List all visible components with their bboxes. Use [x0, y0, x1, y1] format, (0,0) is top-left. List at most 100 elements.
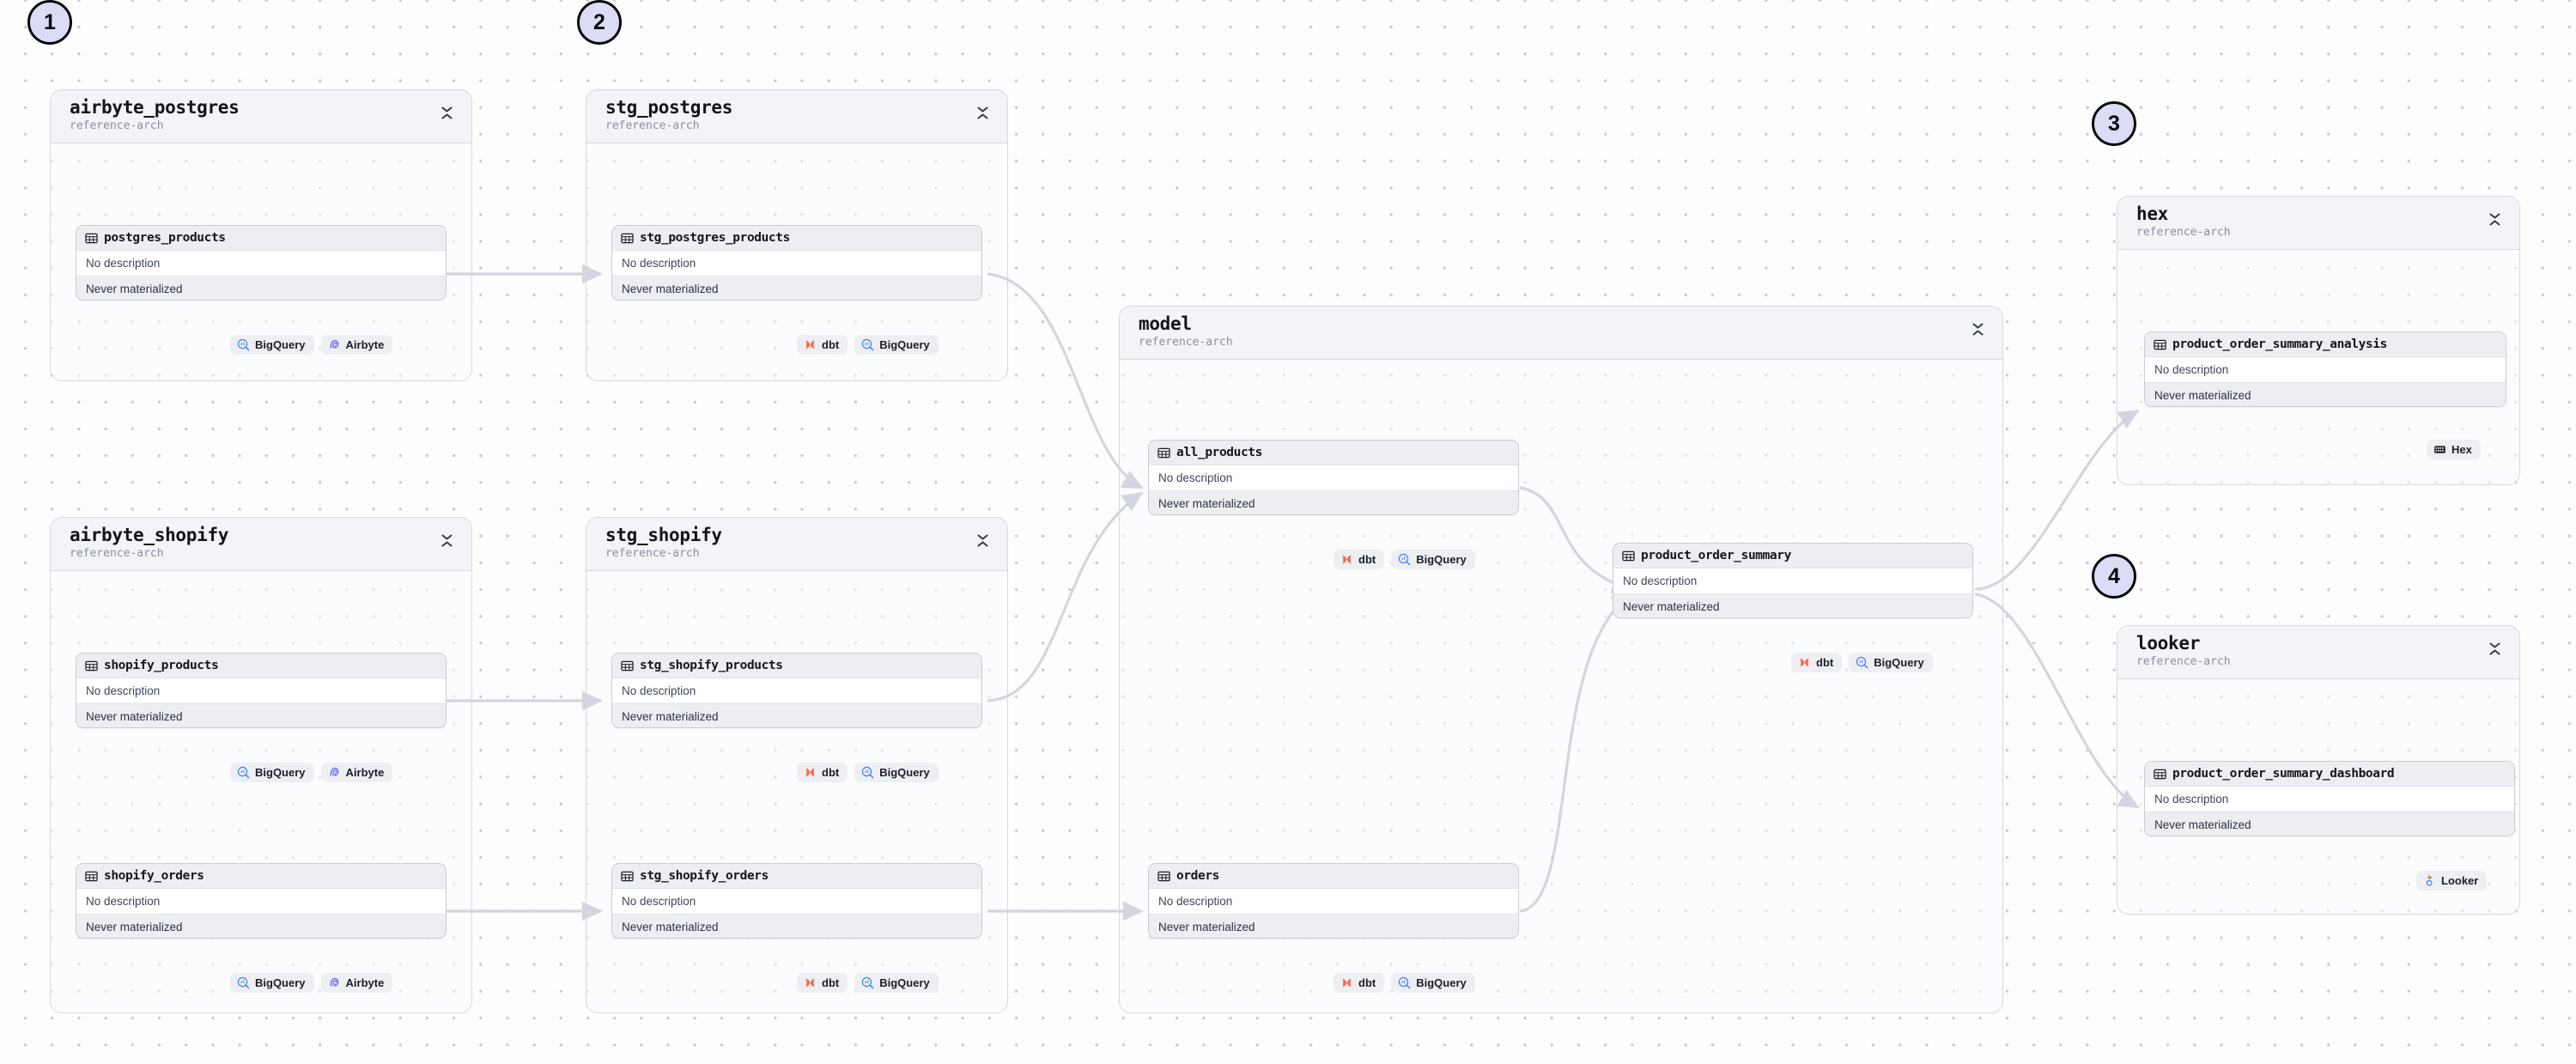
collapse-vertical-icon[interactable]	[439, 103, 454, 122]
tag-label: BigQuery	[879, 338, 930, 351]
node-stg_postgres_products[interactable]: stg_postgres_products No description Nev…	[611, 225, 982, 301]
airbyte-icon	[328, 976, 341, 989]
tag-bigquery[interactable]: BigQuery	[1391, 973, 1475, 993]
node-name: orders	[1176, 869, 1219, 883]
node-product_order_summary_dashboard[interactable]: product_order_summary_dashboard No descr…	[2144, 761, 2515, 836]
collapse-vertical-icon[interactable]	[2487, 210, 2502, 228]
node-name: stg_shopify_products	[640, 659, 783, 672]
node-header: stg_shopify_products	[612, 654, 981, 678]
tag-bigquery[interactable]: BigQuery	[854, 335, 939, 355]
node-name: all_products	[1176, 446, 1262, 459]
tag-label: BigQuery	[879, 976, 930, 989]
airbyte-icon	[328, 766, 341, 779]
tag-label: BigQuery	[255, 976, 306, 989]
group-header-looker: looker reference-arch	[2117, 626, 2519, 679]
node-description: No description	[76, 678, 446, 703]
node-shopify_products[interactable]: shopify_products No description Never ma…	[76, 653, 447, 728]
node-header: stg_postgres_products	[612, 226, 981, 251]
node-name: stg_postgres_products	[640, 231, 790, 245]
node-description: No description	[612, 678, 981, 703]
step-badge-2: 2	[577, 0, 622, 45]
tag-label: dbt	[1358, 976, 1376, 989]
tag-label: dbt	[1358, 553, 1376, 566]
node-stg_shopify_products[interactable]: stg_shopify_products No description Neve…	[611, 653, 982, 728]
node-stg_shopify_orders[interactable]: stg_shopify_orders No description Never …	[611, 863, 982, 939]
tag-airbyte[interactable]: Airbyte	[320, 335, 393, 355]
tag-dbt[interactable]: dbt	[797, 973, 848, 993]
node-description: No description	[76, 251, 446, 276]
group-header-airbyte_postgres: airbyte_postgres reference-arch	[51, 90, 471, 143]
tag-bigquery[interactable]: BigQuery	[854, 763, 939, 782]
hex-icon	[2433, 443, 2446, 456]
node-materialization: Never materialized	[1149, 914, 1518, 938]
tag-label: Airbyte	[345, 766, 385, 779]
table-icon	[621, 232, 634, 245]
airbyte-icon	[328, 338, 341, 351]
tag-bigquery[interactable]: BigQuery	[230, 763, 314, 782]
tag-dbt[interactable]: dbt	[1334, 550, 1385, 569]
node-shopify_orders[interactable]: shopify_orders No description Never mate…	[76, 863, 447, 939]
tag-looker[interactable]: Looker	[2416, 871, 2488, 891]
group-header-airbyte_shopify: airbyte_shopify reference-arch	[51, 518, 471, 571]
tag-dbt[interactable]: dbt	[797, 335, 848, 355]
node-orders[interactable]: orders No description Never materialized	[1148, 863, 1519, 939]
group-header-stg_shopify: stg_shopify reference-arch	[586, 518, 1007, 571]
collapse-vertical-icon[interactable]	[975, 531, 990, 550]
group-title: airbyte_postgres	[70, 97, 240, 118]
bigquery-icon	[1856, 656, 1868, 669]
tag-airbyte[interactable]: Airbyte	[320, 763, 393, 782]
group-header-hex: hex reference-arch	[2117, 197, 2519, 250]
bigquery-icon	[237, 766, 250, 779]
tag-label: BigQuery	[255, 338, 306, 351]
looker-icon	[2423, 874, 2436, 887]
node-name: postgres_products	[104, 231, 226, 245]
bigquery-icon	[861, 338, 874, 351]
group-title: stg_shopify	[605, 525, 722, 545]
node-materialization: Never materialized	[76, 703, 446, 727]
tag-hex[interactable]: Hex	[2427, 440, 2481, 459]
group-subtitle: reference-arch	[605, 546, 700, 560]
tag-bigquery[interactable]: BigQuery	[1849, 653, 1933, 672]
tag-dbt[interactable]: dbt	[1791, 653, 1843, 672]
node-product_order_summary_analysis[interactable]: product_order_summary_analysis No descri…	[2144, 331, 2506, 407]
tags-product_order_summary_dashboard: Looker	[2416, 871, 2488, 891]
tag-label: Airbyte	[345, 338, 385, 351]
group-header-stg_postgres: stg_postgres reference-arch	[586, 90, 1007, 143]
table-icon	[2154, 338, 2166, 351]
group-subtitle: reference-arch	[2136, 225, 2231, 239]
node-description: No description	[1613, 568, 1972, 593]
node-header: stg_shopify_orders	[612, 864, 981, 889]
tags-all_products: dbt BigQuery	[1334, 550, 1475, 569]
group-header-model: model reference-arch	[1120, 307, 2002, 360]
tags-stg_postgres_products: dbt BigQuery	[797, 335, 939, 355]
table-icon	[2154, 768, 2166, 781]
tag-label: dbt	[1816, 656, 1834, 669]
step-badge-4: 4	[2092, 554, 2136, 599]
tags-shopify_products: BigQuery Airbyte	[230, 763, 393, 782]
node-all_products[interactable]: all_products No description Never materi…	[1148, 440, 1519, 515]
collapse-vertical-icon[interactable]	[2487, 639, 2502, 658]
collapse-vertical-icon[interactable]	[1970, 319, 1985, 338]
tag-dbt[interactable]: dbt	[1334, 973, 1385, 993]
node-header: orders	[1149, 864, 1518, 889]
tag-airbyte[interactable]: Airbyte	[320, 973, 393, 993]
collapse-vertical-icon[interactable]	[975, 103, 990, 122]
node-postgres_products[interactable]: postgres_products No description Never m…	[76, 225, 447, 301]
node-materialization: Never materialized	[612, 276, 981, 300]
tag-bigquery[interactable]: BigQuery	[1391, 550, 1475, 569]
node-header: product_order_summary_dashboard	[2145, 762, 2514, 787]
tag-bigquery[interactable]: BigQuery	[230, 973, 314, 993]
tag-label: Looker	[2441, 874, 2479, 887]
table-icon	[621, 870, 634, 883]
tag-label: dbt	[822, 338, 840, 351]
tag-bigquery[interactable]: BigQuery	[854, 973, 939, 993]
node-description: No description	[612, 889, 981, 914]
group-subtitle: reference-arch	[70, 546, 164, 560]
table-icon	[85, 232, 98, 245]
tag-dbt[interactable]: dbt	[797, 763, 848, 782]
node-product_order_summary[interactable]: product_order_summary No description Nev…	[1613, 543, 1973, 618]
collapse-vertical-icon[interactable]	[439, 531, 454, 550]
tag-bigquery[interactable]: BigQuery	[230, 335, 314, 355]
tag-label: BigQuery	[1416, 553, 1467, 566]
